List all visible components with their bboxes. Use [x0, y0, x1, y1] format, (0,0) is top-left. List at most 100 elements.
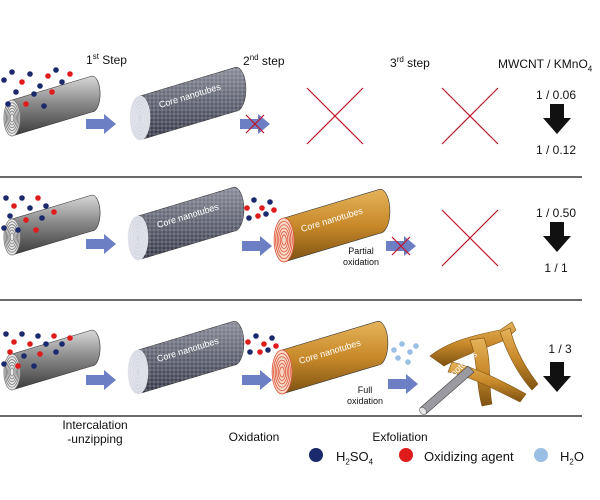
row1-molecules-dot-7	[59, 79, 65, 85]
row3-molecules-dot-6	[51, 333, 57, 339]
row2-molecules-dot-10	[1, 225, 7, 231]
row1-molecules-dot-1	[9, 69, 15, 75]
row3-water-molecules-dot-1	[399, 341, 405, 347]
legend-oxidizer-dot	[399, 448, 413, 462]
row3-oxidation-molecules-dot-2	[261, 341, 267, 347]
row1-molecules-dot-2	[19, 79, 25, 85]
row3-molecules-dot-7	[59, 341, 65, 347]
partial-oxidation-line1: Partial	[348, 246, 374, 256]
full-oxidation-line1: Full	[357, 385, 373, 395]
row2-molecules-dot-1	[11, 203, 17, 209]
row3-intercalated-tube-ring-2	[130, 356, 146, 388]
row3-start-tube-body	[11, 329, 101, 391]
row3-molecules-dot-5	[43, 341, 49, 347]
row3-oxidation-molecules-dot-4	[247, 349, 253, 355]
row1-ratio-arrow	[543, 104, 571, 134]
row2-cross-step3-b	[441, 209, 499, 267]
header-step1: 1st Step	[86, 52, 127, 67]
legend-h2so4-sub1: 2	[345, 457, 350, 467]
header-step3-word: step	[403, 56, 430, 70]
row2-intercalated-tube	[127, 186, 245, 261]
row3-molecules-dot-2	[19, 331, 25, 337]
row2-start-tube-ring-2	[5, 224, 19, 250]
header-step1-word: Step	[98, 53, 127, 67]
row3-intercalated-tube-ring-4	[133, 363, 143, 381]
legend-h2so4-h: H	[336, 449, 346, 464]
row2-molecules-dot-12	[33, 227, 39, 233]
row3-arrow-2	[242, 370, 272, 390]
row3-water-molecules-dot-3	[395, 355, 401, 361]
legend-water-o: O	[573, 449, 584, 464]
row3-core-nanotube-cap	[419, 407, 427, 415]
row2-oxidized-tube-ring-4	[279, 231, 289, 249]
row2-intercalated-tube-ring-5	[135, 232, 141, 244]
row3-start-tube-ring-5	[9, 367, 15, 377]
row2-ratio-bottom: 1 / 1	[544, 261, 568, 275]
header-step2-num: 2	[243, 54, 250, 68]
row3-water-molecules-dot-5	[413, 343, 419, 349]
row1-arrow-cross	[245, 114, 265, 134]
row2-intercalated-tube-ring-3	[132, 225, 144, 251]
row2-oxidized-tube-ring-2	[276, 224, 292, 256]
row3-ribbon-4	[499, 327, 539, 391]
row1-start-tube-ring-4	[8, 110, 16, 126]
row2-molecules-dot-7	[23, 217, 29, 223]
row3-start-tube-ring-4	[8, 364, 16, 380]
row2-arrow-cross	[391, 236, 411, 256]
row2-oxidation-molecules-dot-5	[255, 213, 261, 219]
row2-molecules-dot-8	[39, 215, 45, 221]
row1-cross-step3-b	[441, 87, 499, 145]
row3-molecules-dot-9	[7, 349, 13, 355]
caption-intercalation-line1: Intercalation	[62, 418, 128, 432]
legend-water-label: H2O	[560, 449, 584, 467]
row3-molecules-dot-15	[31, 363, 37, 369]
row1-ratio-bottom: 1 / 0.12	[535, 143, 577, 157]
row1-molecules-dot-10	[31, 91, 37, 97]
row1-start-tube-ring-3	[7, 107, 17, 129]
header-ratio-prefix: MWCNT / KMnO	[498, 57, 588, 71]
header-step2: 2nd step	[243, 53, 285, 68]
row3-oxidized-tube-body	[281, 320, 389, 395]
legend-oxidizer-label: Oxidizing agent	[424, 449, 514, 464]
row2-molecules-dot-3	[27, 205, 33, 211]
row3-arrow-3	[388, 374, 418, 394]
caption-intercalation: Intercalation -unzipping	[40, 418, 150, 446]
row3-oxidized-tube-ring-3	[276, 359, 288, 385]
row2-oxidized-tube-body	[283, 188, 391, 263]
row2-molecules-dot-9	[51, 209, 57, 215]
row2-start-tube-body	[11, 194, 101, 256]
row3-arrow-1	[86, 370, 116, 390]
row1-intercalated-tube-ring-5	[137, 112, 143, 124]
header-step2-word: step	[258, 54, 285, 68]
row2-start-tube-ring-4	[8, 229, 16, 245]
row2-arrow-2	[242, 236, 272, 256]
row1-molecules-dot-5	[45, 73, 51, 79]
row1-start-tube-body	[11, 75, 101, 137]
header-step3-num: 3	[390, 56, 397, 70]
row2-oxidized-tube-ring-5	[281, 234, 287, 246]
row3-ratio-arrow	[543, 362, 571, 392]
row3-molecules-dot-8	[67, 335, 73, 341]
row2-oxidation-molecules-dot-1	[251, 197, 257, 203]
row2-molecules-dot-0	[3, 195, 9, 201]
full-oxidation-line2: oxidation	[346, 396, 384, 406]
row3-start-tube-ring-1	[4, 356, 20, 388]
partial-oxidation-line2: oxidation	[342, 257, 380, 267]
row3-oxidized-tube	[271, 320, 389, 395]
row3-start-tube-ring-2	[5, 359, 19, 385]
legend-water-h: H	[560, 449, 570, 464]
header-step3: 3rd step	[390, 55, 430, 70]
row2-intercalated-tube-ring-1	[129, 218, 147, 258]
caption-intercalation-line2: -unzipping	[67, 432, 123, 446]
legend-h2so4-label: H2SO4	[336, 449, 373, 467]
row2-oxidation-molecules-dot-4	[246, 215, 252, 221]
row1-intercalated-tube-ring-3	[134, 105, 146, 131]
row1-intercalated-tube-ring-4	[135, 109, 145, 127]
row3-oxidized-tube-ring-5	[279, 366, 285, 378]
row2-start-tube	[3, 194, 101, 256]
row1-molecules-dot-14	[23, 101, 29, 107]
row2-oxidation-molecules-dot-3	[267, 199, 273, 205]
header-step1-sup: st	[92, 52, 99, 61]
row1-molecules-dot-9	[13, 89, 19, 95]
legend-water-sub: 2	[569, 457, 574, 467]
